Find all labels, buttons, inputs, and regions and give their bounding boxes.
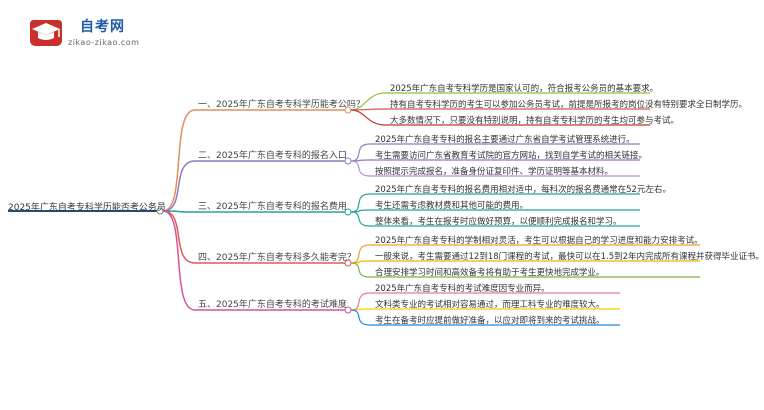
leaf-5-3: 考生在备考时应提前做好准备，以应对即将到来的考试挑战。 [375,316,605,326]
leaf-connector-1-3 [350,109,386,126]
branch-label-2: 二、2025年广东自考专科的报名入口 [198,151,347,161]
leaf-2-2: 考生需要访问广东省教育考试院的官方网站，找到自学考试的相关链接。 [375,151,648,161]
branch-label-4: 四、2025年广东自考专科多久能考完？ [198,253,356,263]
graduation-cap-icon [30,20,62,46]
leaf-2-3: 按照提示完成报名，准备身份证复印件、学历证明等基本材料。 [375,167,614,177]
leaf-2-1: 2025年广东自考专科的报名主要通过广东省自学考试管理系统进行。 [375,135,635,145]
leaf-3-3: 整体来看，考生在报考时应做好预算，以便顺利完成报名和学习。 [375,217,622,227]
branch-label-1: 一、2025年广东自考专科学历能考公吗？ [198,100,365,110]
branch-connector-5 [162,210,196,311]
leaf-connector-5-3 [350,309,371,326]
leaf-connector-3-1 [350,193,371,213]
leaf-4-3: 合理安排学习时间和高效备考将有助于考生更快地完成学业。 [375,268,605,278]
leaf-1-2: 持有自考专科学历的考生可以参加公务员考试，前提是所报考的岗位没有特别要求全日制学… [390,100,748,110]
leaf-5-1: 2025年广东自考专科的考试难度因专业而异。 [375,284,550,294]
leaf-connector-5-1 [350,292,371,311]
site-logo-url: zikao-zikao.com [68,38,140,47]
leaf-connector-2-3 [350,160,371,177]
leaf-5-2: 文科类专业的考试相对容易通过，而理工科专业的难度较大。 [375,300,605,310]
leaf-4-1: 2025年广东自考专科的学制相对灵活，考生可以根据自己的学习进度和能力安排考试。 [375,236,703,246]
leaf-1-1: 2025年广东自考专科学历是国家认可的，符合报考公务员的基本要求。 [390,84,659,94]
branch-label-5: 五、2025年广东自考专科的考试难度 [198,300,347,310]
leaf-1-3: 大多数情况下，只要没有特别说明，持有自考专科学历的考生均可参与考试。 [390,116,680,126]
leaf-4-2: 一般来说，考生需要通过12到18门课程的考试，最快可以在1.5到2年内完成所有课… [375,252,764,262]
site-logo-title: 自考网 [80,19,125,35]
leaf-3-2: 考生还需考虑教材费和其他可能的费用。 [375,201,529,211]
leaf-connector-4-3 [350,262,371,278]
leaf-3-1: 2025年广东自考专科的报名费用相对适中，每科次的报名费通常在52元左右。 [375,185,671,195]
site-logo[interactable]: 自考网 zikao-zikao.com [28,14,158,54]
branch-label-3: 三、2025年广东自考专科的报名费用 [198,202,347,212]
branch-connector-3 [162,210,196,213]
leaf-connector-3-3 [350,211,371,227]
branch-connector-2 [162,160,196,212]
root-topic: 2025年广东自考专科学历能否考公务员 [8,203,166,213]
branch-connector-4 [162,210,196,264]
branch-connector-1 [162,109,196,212]
leaf-connector-2-1 [350,143,371,162]
